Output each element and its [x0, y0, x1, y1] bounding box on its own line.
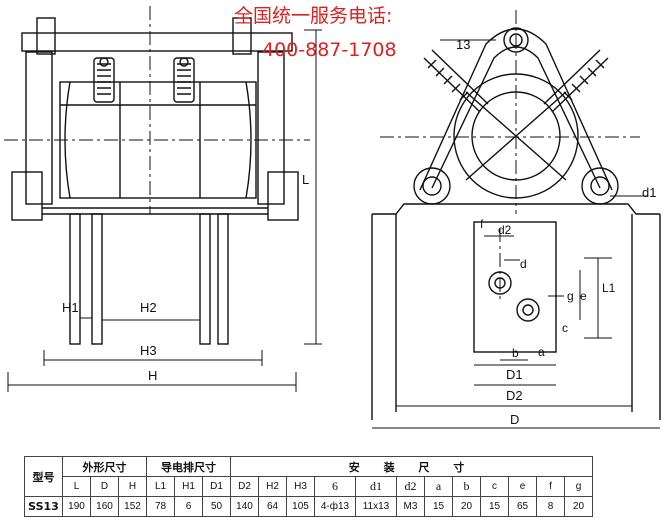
- subheader: a: [424, 476, 453, 497]
- table-cell: 105: [286, 496, 315, 517]
- table-cell: 65: [508, 496, 537, 517]
- subheader: H1: [174, 476, 203, 497]
- watermark-line2: 400-887-1708: [262, 39, 397, 61]
- subheader: d2: [396, 476, 425, 497]
- top-bar: [21, 32, 293, 52]
- label-L: L: [302, 172, 309, 187]
- label-e: e: [580, 289, 587, 303]
- subheader: H3: [286, 476, 315, 497]
- left-hole: [413, 167, 451, 205]
- subheader: d1: [355, 476, 397, 497]
- right-side-plate: [257, 51, 285, 205]
- subheader: b: [452, 476, 481, 497]
- subheader: L: [62, 476, 91, 497]
- hub-cross-2: [465, 91, 567, 181]
- right-flange: [267, 171, 299, 221]
- brush-spring-right: [173, 57, 195, 103]
- table-subheader-row: L D H L1 H1 D1 D2 H2 H3 6 d1 d2 a b c e …: [25, 476, 593, 497]
- subheader: c: [480, 476, 509, 497]
- subheader: D: [90, 476, 119, 497]
- table-cell: 8: [536, 496, 565, 517]
- table-header-row: 型号 外形尺寸 导电排尺寸 安 装 尺 寸: [24, 456, 593, 497]
- triangular-frame-inner: [431, 46, 601, 189]
- terminal-hole-2: [516, 298, 540, 322]
- hub-outer: [453, 73, 579, 199]
- spring-arm-left: [423, 49, 489, 113]
- brush-spring-left: [93, 57, 115, 103]
- table-cell: 160: [90, 496, 119, 517]
- group-outer-dimensions: 外形尺寸: [62, 456, 147, 477]
- label-D: D: [510, 412, 519, 427]
- right-hole: [581, 167, 619, 205]
- label-b: b: [512, 346, 519, 360]
- left-top-post: [36, 17, 56, 55]
- label-D2: D2: [506, 388, 523, 403]
- table-cell: 15: [424, 496, 453, 517]
- subheader: g: [564, 476, 593, 497]
- subheader: H: [118, 476, 147, 497]
- spec-table: 型号 外形尺寸 导电排尺寸 安 装 尺 寸 L D H L1 H1 D1 D2 …: [24, 456, 593, 517]
- group-conductor-dimensions: 导电排尺寸: [146, 456, 231, 477]
- conductor-bar-4: [217, 213, 229, 345]
- mount-plate-top: [372, 203, 660, 215]
- side-view: [371, 27, 661, 420]
- table-cell: 190: [62, 496, 91, 517]
- subheader: H2: [258, 476, 287, 497]
- table-cell: 140: [230, 496, 259, 517]
- terminal-hole-1: [488, 271, 512, 295]
- table-cell: 4-ф13: [314, 496, 356, 517]
- left-flange: [11, 171, 43, 221]
- label-13: 13: [456, 37, 470, 52]
- label-H3: H3: [140, 343, 157, 358]
- triangular-frame: [419, 28, 613, 191]
- table-cell: 15: [480, 496, 509, 517]
- table-cell: 20: [452, 496, 481, 517]
- hub-inner: [471, 91, 561, 181]
- subheader: f: [536, 476, 565, 497]
- top-hole: [503, 27, 529, 53]
- subheader: L1: [146, 476, 175, 497]
- label-a: a: [538, 345, 545, 359]
- spring-arm-right: [543, 49, 609, 113]
- table-cell: 64: [258, 496, 287, 517]
- front-view: [11, 17, 299, 345]
- table-cell: 78: [146, 496, 175, 517]
- table-cell: 20: [564, 496, 593, 517]
- label-c: c: [562, 321, 568, 335]
- label-d: d: [520, 257, 527, 271]
- subheader: D2: [230, 476, 259, 497]
- terminal-block: [473, 221, 557, 353]
- conductor-bar-2: [91, 213, 103, 345]
- label-H: H: [148, 368, 157, 383]
- subheader: 6: [314, 476, 356, 497]
- table-cell: 50: [202, 496, 231, 517]
- label-H2: H2: [140, 300, 157, 315]
- table-row: SS13 190 160 152 78 6 50 140 64 105 4-ф1…: [24, 496, 593, 517]
- table-cell: 11x13: [355, 496, 397, 517]
- table-cell: M3: [396, 496, 425, 517]
- label-d2: d2: [498, 223, 512, 237]
- technical-drawing: H1 H2 H3 H L 13 d1 d2 f d g e c L1 b a D…: [4, 5, 661, 429]
- subheader: D1: [202, 476, 231, 497]
- watermark-line1: 全国统一服务电话:: [234, 5, 392, 27]
- label-g: g: [567, 289, 574, 303]
- table-cell: 152: [118, 496, 147, 517]
- conductor-bar-1: [69, 213, 81, 345]
- group-install-dimensions: 安 装 尺 寸: [230, 456, 593, 477]
- label-D1: D1: [506, 367, 523, 382]
- left-side-plate: [25, 51, 53, 205]
- label-L1: L1: [602, 281, 616, 295]
- label-f: f: [480, 217, 484, 231]
- label-H1: H1: [62, 300, 79, 315]
- conductor-bar-3: [199, 213, 211, 345]
- model-header: 型号: [24, 456, 63, 497]
- right-top-post: [232, 17, 252, 55]
- table-cell: 6: [174, 496, 203, 517]
- model-cell: SS13: [24, 496, 63, 517]
- subheader: e: [508, 476, 537, 497]
- drum-right-edge: [245, 81, 252, 199]
- label-d1: d1: [642, 185, 656, 200]
